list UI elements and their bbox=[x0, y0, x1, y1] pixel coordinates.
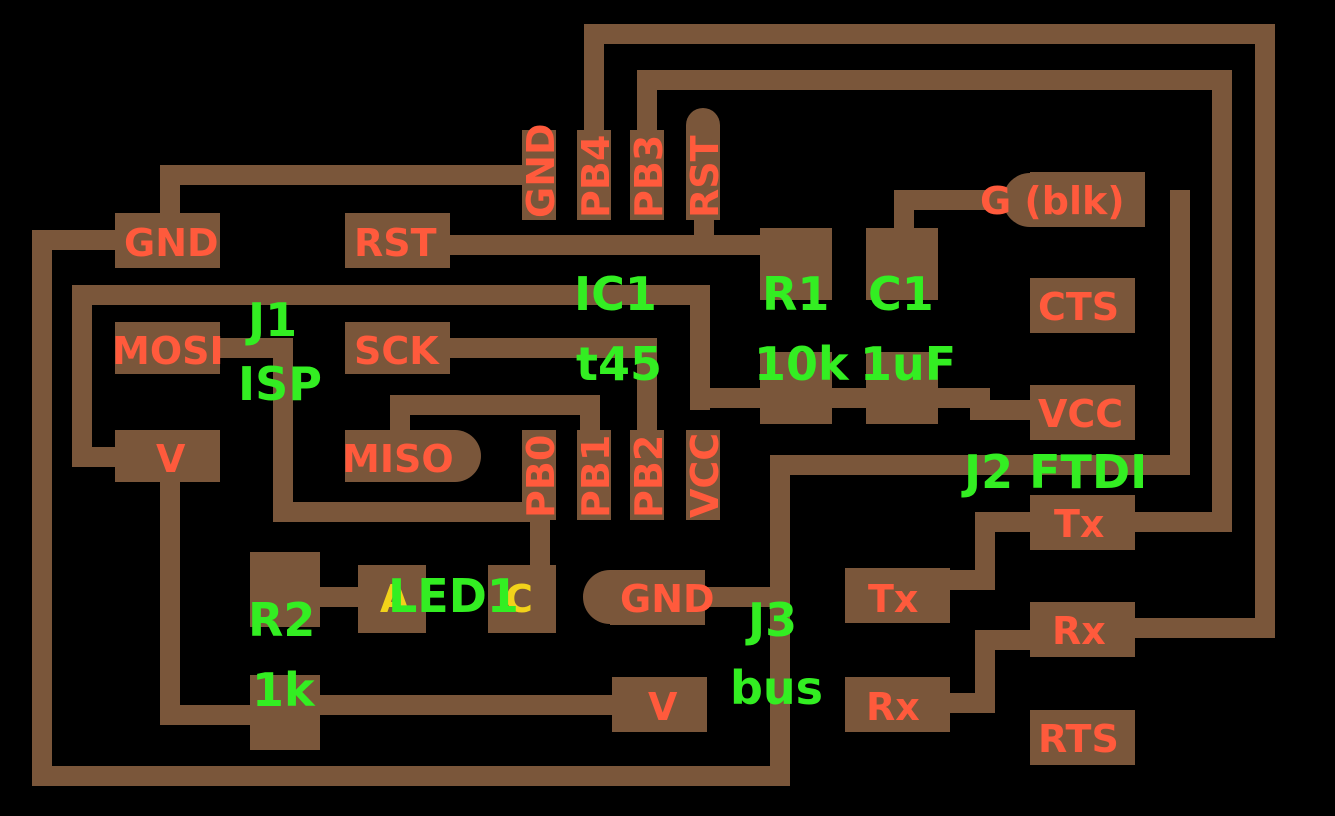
pad-ic1-pb4 bbox=[577, 130, 611, 220]
c1-designator: C1 bbox=[868, 267, 934, 321]
pad-j1-miso-round bbox=[429, 430, 481, 482]
ic1-pin-pb0: PB0 bbox=[519, 435, 563, 518]
trace-gnd-outer-loop bbox=[32, 190, 1190, 786]
pad-j3-v bbox=[612, 677, 707, 732]
ftdi-pin-tx: Tx bbox=[1054, 502, 1104, 546]
pad-j1-rst bbox=[345, 213, 450, 268]
led1-designator: LED1 bbox=[388, 569, 519, 623]
ic1-pin-pb1: PB1 bbox=[574, 435, 618, 518]
pad-led-c bbox=[488, 565, 556, 633]
r1-designator: R1 bbox=[762, 267, 829, 321]
trace-vcc-r1-c1-ftdi bbox=[690, 388, 1040, 420]
trace-c1-gnd bbox=[894, 190, 1030, 240]
j3-designator: J3 bbox=[745, 593, 797, 647]
pad-j3-gnd-round bbox=[583, 570, 637, 624]
j3-pin-gnd: GND bbox=[620, 577, 715, 621]
led1-pin-a: A bbox=[380, 577, 410, 621]
trace-vcc-loop bbox=[72, 285, 710, 467]
pad-j1-gnd bbox=[115, 213, 220, 268]
j1-pin-mosi: MOSI bbox=[112, 329, 224, 373]
pad-c1-bottom bbox=[866, 352, 938, 424]
pad-ic1-gnd bbox=[522, 130, 556, 220]
r1-value: 10k bbox=[754, 337, 850, 391]
j1-pin-v: V bbox=[156, 437, 186, 481]
trace-miso-pb1 bbox=[390, 395, 600, 440]
ic1-designator: IC1 bbox=[574, 267, 657, 321]
j3-pin-v: V bbox=[648, 685, 678, 729]
ftdi-pin-g: G (blk) bbox=[980, 179, 1125, 223]
j1-pin-sck: SCK bbox=[354, 329, 440, 373]
pad-ic1-pb2 bbox=[630, 430, 664, 520]
trace-ftdi-tx-j3 bbox=[940, 512, 1040, 590]
j3-pin-tx: Tx bbox=[868, 577, 918, 621]
pin-labels: GND PB4 PB3 RST PB0 PB1 PB2 VCC GND RST … bbox=[112, 123, 1125, 761]
pad-ic1-vcc bbox=[686, 430, 720, 520]
pad-ftdi-tx bbox=[1030, 495, 1135, 550]
ic1-pin-gnd: GND bbox=[519, 123, 563, 218]
pad-ftdi-cts bbox=[1030, 278, 1135, 333]
pad-c1-top bbox=[866, 228, 938, 300]
r2-value: 1k bbox=[252, 663, 316, 717]
pad-j1-v bbox=[115, 430, 220, 482]
j2-designator: J2 FTDI bbox=[961, 445, 1147, 499]
j1-pin-rst: RST bbox=[354, 221, 437, 265]
pad-r1-bottom bbox=[760, 352, 832, 424]
ftdi-pin-cts: CTS bbox=[1038, 285, 1119, 329]
pad-j3-tx bbox=[845, 568, 950, 623]
r2-designator: R2 bbox=[248, 593, 315, 647]
ic1-pin-pb3: PB3 bbox=[627, 135, 671, 218]
ic1-pin-vcc: VCC bbox=[683, 433, 727, 518]
j3-pin-rx: Rx bbox=[866, 685, 920, 729]
trace-v-r2 bbox=[160, 460, 260, 725]
pad-j1-sck bbox=[345, 322, 450, 374]
pad-ftdi-vcc bbox=[1030, 385, 1135, 440]
pad-ic1-rst-round bbox=[686, 108, 720, 142]
trace-pb3-tx bbox=[637, 70, 1232, 532]
pad-j1-mosi bbox=[115, 322, 220, 374]
ic1-pin-pb2: PB2 bbox=[627, 435, 671, 518]
ftdi-pin-rts: RTS bbox=[1038, 717, 1119, 761]
pad-ic1-pb0 bbox=[522, 430, 556, 520]
ftdi-pin-vcc: VCC bbox=[1038, 392, 1123, 436]
j1-pin-gnd: GND bbox=[124, 221, 219, 265]
ftdi-pin-rx: Rx bbox=[1052, 609, 1106, 653]
trace-sck-pb2 bbox=[440, 338, 657, 440]
pad-ftdi-rts bbox=[1030, 710, 1135, 765]
trace-ftdi-rx-j3 bbox=[940, 630, 1040, 713]
pad-led-a bbox=[358, 565, 426, 633]
part-labels: J1 ISP IC1 t45 R1 10k C1 1uF J2 FTDI LED… bbox=[238, 267, 1147, 717]
trace-pb4-rx bbox=[584, 24, 1275, 638]
pad-ic1-pb3 bbox=[630, 130, 664, 220]
ic1-pin-pb4: PB4 bbox=[574, 135, 618, 218]
pad-ftdi-g-round bbox=[1003, 173, 1057, 227]
c1-value: 1uF bbox=[860, 337, 956, 391]
pads bbox=[115, 108, 1145, 765]
ic1-value: t45 bbox=[576, 337, 662, 391]
j1-value: ISP bbox=[238, 357, 322, 411]
pad-r2-bottom bbox=[250, 675, 320, 750]
pad-ic1-pb1 bbox=[577, 430, 611, 520]
j3-value: bus bbox=[730, 661, 823, 715]
pad-r1-top bbox=[760, 228, 832, 300]
j1-designator: J1 bbox=[245, 293, 297, 347]
pad-j3-rx bbox=[845, 677, 950, 732]
pad-r2-top bbox=[250, 552, 320, 627]
led1-pin-c: C bbox=[505, 577, 533, 621]
ic1-pin-rst: RST bbox=[683, 135, 727, 218]
j1-pin-miso: MISO bbox=[342, 437, 454, 481]
pad-ftdi-rx bbox=[1030, 602, 1135, 657]
trace-gnd-ic-j1 bbox=[160, 165, 550, 230]
